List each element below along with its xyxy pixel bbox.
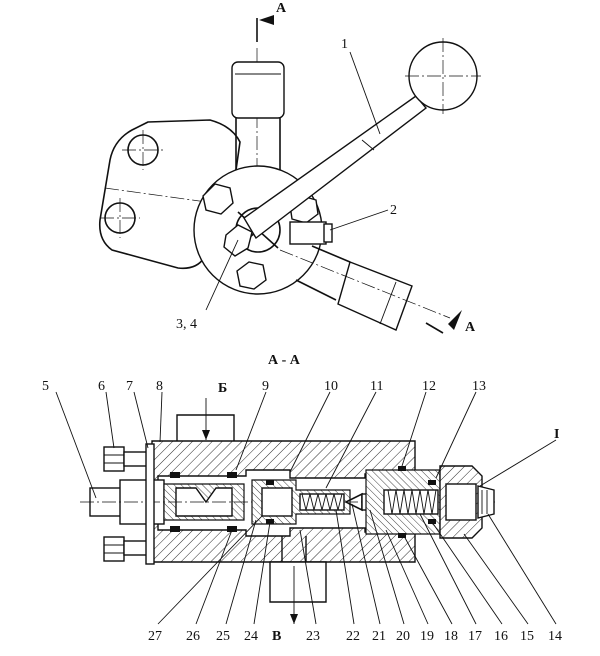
callout-22: 22	[346, 629, 360, 644]
lever-handle	[243, 95, 428, 240]
leader-6	[105, 391, 115, 449]
callout-3-4: 3, 4	[176, 317, 197, 332]
leader-13	[435, 391, 477, 479]
port-v-pipe	[269, 561, 327, 603]
leader-7	[133, 391, 149, 449]
callout-23: 23	[306, 629, 320, 644]
callout-25: 25	[216, 629, 230, 644]
section-mark-top-arrow	[259, 15, 274, 25]
lower-pipe-body	[295, 245, 351, 301]
leader-26	[195, 529, 233, 625]
leader-24	[253, 521, 271, 625]
callout-18: 18	[444, 629, 458, 644]
callout-12: 12	[422, 379, 436, 394]
seal-9	[227, 472, 237, 478]
bolt-head-upper	[103, 446, 125, 472]
leader-23	[299, 529, 317, 625]
leader-9	[235, 391, 267, 471]
callout-14: 14	[548, 629, 562, 644]
callout-7: 7	[126, 379, 133, 394]
callout-21: 21	[372, 629, 386, 644]
section-view: Б	[42, 379, 562, 644]
callout-27: 27	[148, 629, 162, 644]
body-nut-bottom	[236, 261, 267, 290]
leader-15	[463, 533, 529, 625]
leader-21	[351, 503, 381, 625]
leader-16	[431, 521, 503, 625]
leader-11	[325, 391, 377, 489]
lower-pipe-nut	[337, 261, 413, 331]
mounting-flange	[98, 119, 241, 270]
body-nut-left	[202, 183, 234, 215]
bolt-head-lower	[103, 536, 125, 562]
leader-2	[329, 209, 389, 231]
section-mark-bottom-label: А	[465, 320, 476, 335]
end-screw	[477, 485, 495, 519]
leader-8	[159, 391, 163, 443]
leader-27	[157, 515, 263, 625]
leader-detail-i	[479, 439, 557, 487]
leader-17	[419, 513, 477, 625]
section-title: А - А	[268, 353, 301, 368]
detail-label: I	[554, 427, 559, 442]
callout-26: 26	[186, 629, 200, 644]
callout-20: 20	[396, 629, 410, 644]
callout-19: 19	[420, 629, 434, 644]
leader-10	[289, 391, 331, 473]
leader-20	[369, 509, 405, 625]
leader-3-4	[205, 239, 239, 311]
upper-pipe-body	[235, 118, 281, 176]
callout-10: 10	[324, 379, 338, 394]
end-plate	[145, 443, 155, 565]
port-b-label: Б	[218, 381, 227, 396]
section-mark-bottom-line	[425, 322, 444, 334]
port-v-label: В	[272, 629, 281, 644]
section-mark-bottom-arrow	[448, 310, 462, 330]
callout-15: 15	[520, 629, 534, 644]
leader-19	[385, 529, 429, 625]
leader-25	[225, 519, 257, 625]
callout-16: 16	[494, 629, 508, 644]
upper-pipe-nut	[231, 61, 285, 119]
leader-14	[487, 513, 557, 625]
callout-1: 1	[341, 37, 348, 52]
leader-22	[335, 509, 355, 625]
callout-9: 9	[262, 379, 269, 394]
section-mark-top-label: А	[276, 1, 287, 16]
seal-26	[227, 526, 237, 532]
callout-13: 13	[472, 379, 486, 394]
callout-24: 24	[244, 629, 258, 644]
callout-17: 17	[468, 629, 482, 644]
callout-11: 11	[370, 379, 383, 394]
callout-5: 5	[42, 379, 49, 394]
leader-5	[55, 391, 97, 499]
callout-6: 6	[98, 379, 105, 394]
top-view: А	[98, 1, 481, 335]
leader-18	[403, 535, 453, 625]
callout-8: 8	[156, 379, 163, 394]
callout-2: 2	[390, 203, 397, 218]
leader-12	[401, 391, 427, 467]
stop-fitting	[289, 221, 327, 245]
leader-1	[349, 51, 381, 135]
